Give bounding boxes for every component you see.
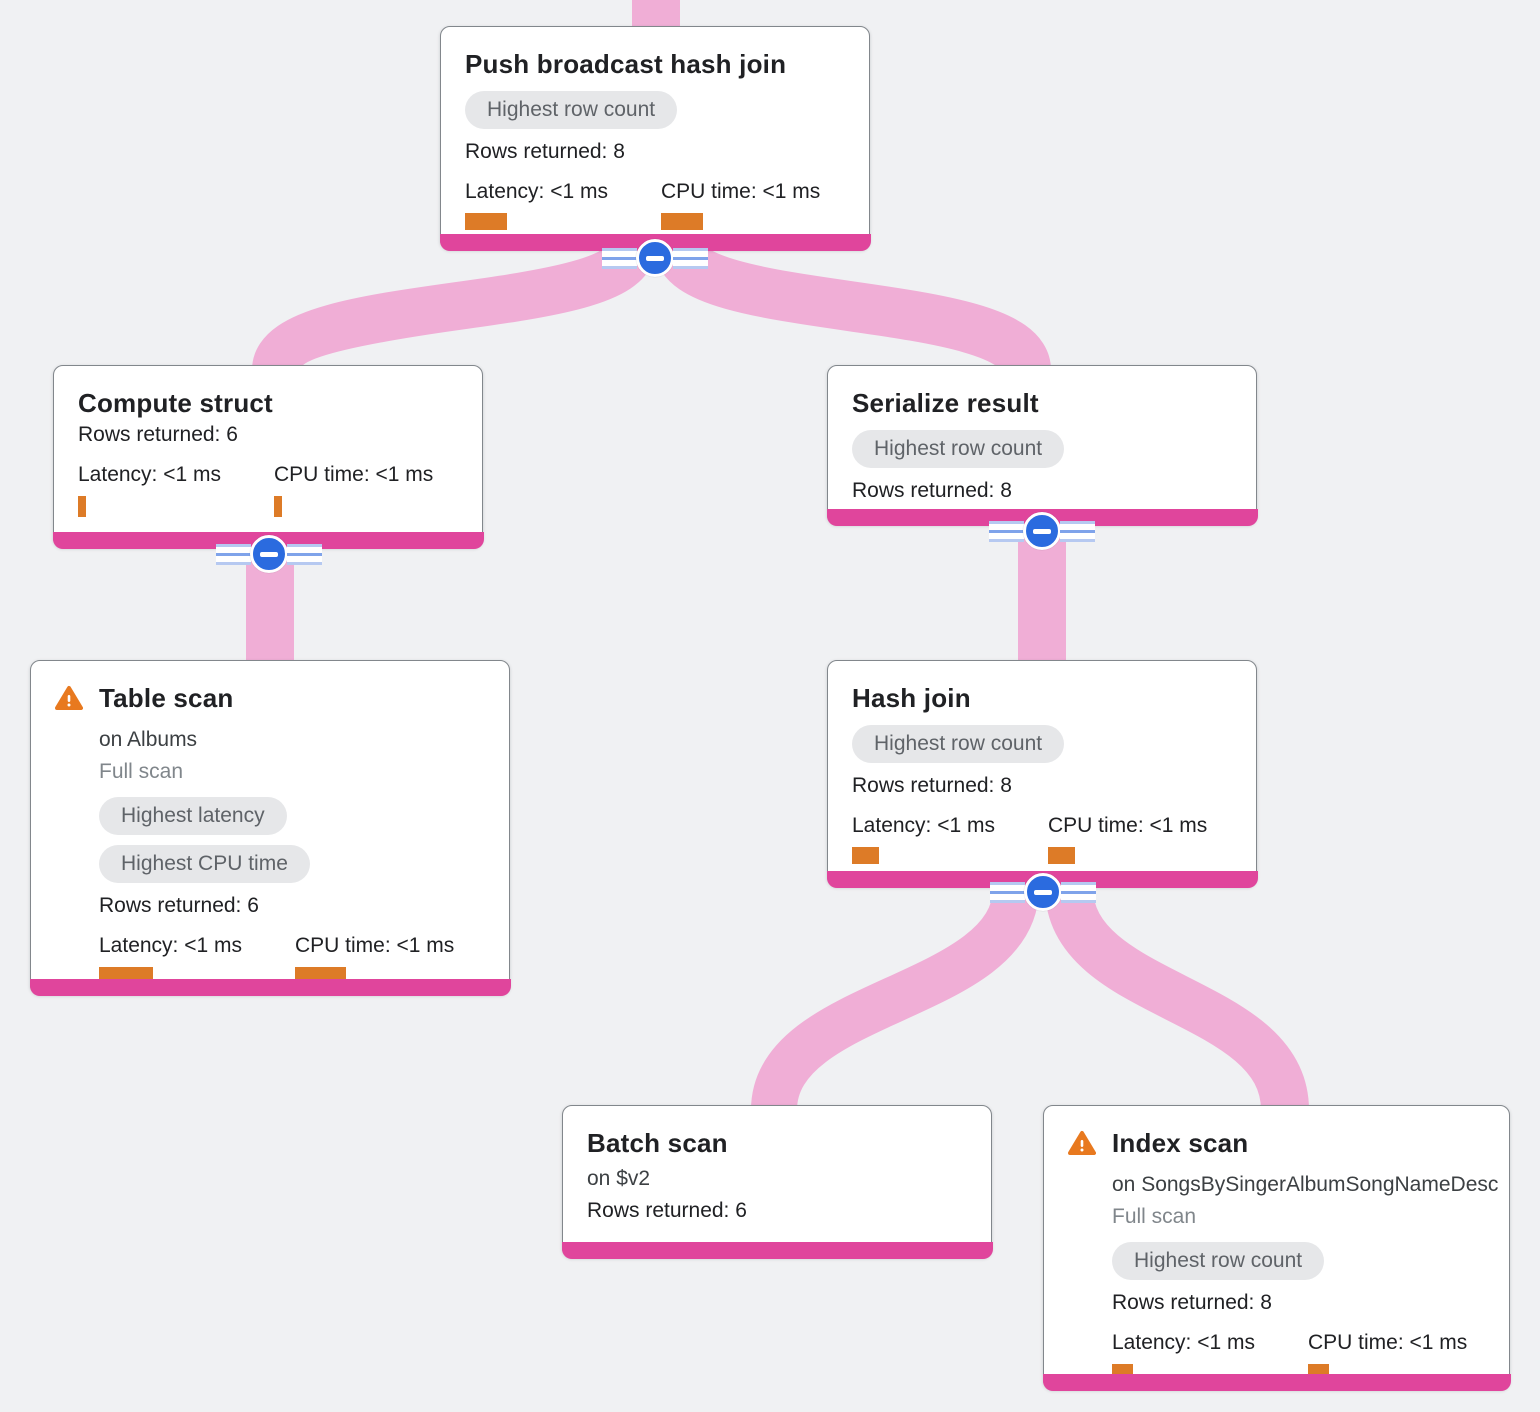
cpu-time-bar <box>1048 847 1075 864</box>
scan-type-label: Full scan <box>99 760 184 783</box>
node-accent-bar <box>1042 1373 1511 1391</box>
collapse-toggle-serialize-result[interactable] <box>989 512 1095 550</box>
latency-label: Latency: <1 ms <box>465 180 608 203</box>
node-table-scan[interactable]: Table scan on Albums Full scan Highest l… <box>29 660 511 996</box>
latency-label: Latency: <1 ms <box>78 463 221 486</box>
node-title: Table scan <box>99 683 234 713</box>
node-accent-bar <box>29 978 511 996</box>
badge-highest-row-count: Highest row count <box>1112 1242 1325 1280</box>
cpu-time-label: CPU time: <1 ms <box>274 463 434 486</box>
handle-stripes <box>216 543 251 565</box>
cpu-time-bar <box>274 496 282 517</box>
handle-stripes <box>990 881 1025 903</box>
rows-returned: Rows returned: 8 <box>465 140 625 163</box>
cpu-time-label: CPU time: <1 ms <box>295 934 455 957</box>
node-title: Batch scan <box>587 1128 728 1158</box>
rows-returned: Rows returned: 6 <box>587 1199 747 1222</box>
rows-returned: Rows returned: 8 <box>852 774 1012 797</box>
rows-returned: Rows returned: 8 <box>852 479 1012 502</box>
handle-stripes <box>673 247 708 269</box>
node-title: Hash join <box>852 683 971 713</box>
node-accent-bar <box>561 1241 993 1259</box>
scan-type-label: Full scan <box>1112 1205 1197 1228</box>
node-index-scan[interactable]: Index scan on SongsBySingerAlbumSongName… <box>1042 1105 1511 1391</box>
latency-label: Latency: <1 ms <box>1112 1331 1255 1354</box>
rows-returned: Rows returned: 6 <box>78 423 238 446</box>
rows-returned: Rows returned: 8 <box>1112 1291 1272 1314</box>
warning-icon <box>55 686 83 710</box>
ribbon-hash-join-to-batch-scan <box>751 886 1039 1112</box>
node-title: Serialize result <box>852 388 1039 418</box>
latency-bar <box>465 213 507 230</box>
minus-circle-icon <box>1023 512 1061 550</box>
node-hash-join[interactable]: Hash join Highest row count Rows returne… <box>826 660 1258 888</box>
handle-stripes <box>602 247 637 269</box>
minus-circle-icon <box>636 239 674 277</box>
badge-highest-row-count: Highest row count <box>852 725 1065 763</box>
latency-bar <box>852 847 879 864</box>
collapse-toggle-compute-struct[interactable] <box>216 535 322 573</box>
badge-highest-latency: Highest latency <box>99 797 287 835</box>
ribbon-root-to-compute-struct <box>252 240 656 375</box>
handle-stripes <box>1061 881 1096 903</box>
node-subtitle: on Albums <box>99 728 198 751</box>
cpu-time-bar <box>661 213 703 230</box>
cpu-time-label: CPU time: <1 ms <box>1308 1331 1468 1354</box>
badge-highest-cpu-time: Highest CPU time <box>99 845 310 883</box>
badge-highest-row-count: Highest row count <box>465 91 678 129</box>
node-batch-scan[interactable]: Batch scan on $v2 Rows returned: 6 <box>561 1105 993 1259</box>
collapse-toggle-push-broadcast-hash-join[interactable] <box>602 239 708 277</box>
cpu-time-label: CPU time: <1 ms <box>1048 814 1208 837</box>
node-title: Push broadcast hash join <box>465 49 787 79</box>
latency-bar <box>78 496 86 517</box>
node-title: Compute struct <box>78 388 273 418</box>
minus-circle-icon <box>1024 873 1062 911</box>
ribbon-root-to-serialize-result <box>654 240 1051 375</box>
handle-stripes <box>1060 520 1095 542</box>
warning-icon <box>1068 1131 1096 1155</box>
rows-returned: Rows returned: 6 <box>99 894 259 917</box>
node-subtitle: on $v2 <box>587 1167 651 1190</box>
node-push-broadcast-hash-join[interactable]: Push broadcast hash join Highest row cou… <box>439 26 871 251</box>
minus-circle-icon <box>250 535 288 573</box>
node-serialize-result[interactable]: Serialize result Highest row count Rows … <box>826 365 1258 526</box>
handle-stripes <box>989 520 1024 542</box>
node-subtitle: on SongsBySingerAlbumSongNameDesc <box>1112 1173 1499 1196</box>
handle-stripes <box>287 543 322 565</box>
collapse-toggle-hash-join[interactable] <box>990 873 1096 911</box>
latency-label: Latency: <1 ms <box>852 814 995 837</box>
cpu-time-label: CPU time: <1 ms <box>661 180 821 203</box>
node-compute-struct[interactable]: Compute struct Rows returned: 6 Latency:… <box>52 365 484 549</box>
latency-label: Latency: <1 ms <box>99 934 242 957</box>
node-title: Index scan <box>1112 1128 1249 1158</box>
badge-highest-row-count: Highest row count <box>852 430 1065 468</box>
ribbon-hash-join-to-index-scan <box>1045 886 1309 1112</box>
